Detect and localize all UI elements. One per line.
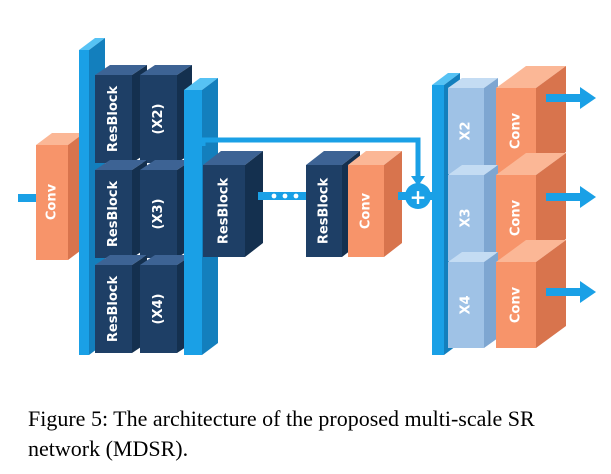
chain-dot-2 bbox=[282, 193, 288, 199]
output-conv-block-2-top bbox=[496, 153, 566, 175]
chain-dot-1 bbox=[271, 193, 277, 199]
post-conv-block bbox=[348, 151, 402, 257]
resblock-b-2-front bbox=[140, 170, 177, 258]
upsampler-block-3-top bbox=[448, 252, 498, 262]
post-conv-block-front bbox=[348, 165, 384, 257]
input-conv-label: Conv bbox=[45, 183, 60, 220]
output-conv-block-3-top bbox=[496, 240, 566, 262]
output-arrow-3 bbox=[546, 281, 596, 303]
skip-connection-line bbox=[200, 137, 421, 178]
last-resblock-label: ResBlock bbox=[317, 178, 332, 245]
output-conv-label-2: Conv bbox=[509, 199, 524, 236]
chain-dot-3 bbox=[293, 193, 299, 199]
upsampler-block-1 bbox=[448, 78, 498, 174]
upsampler-block-1-front bbox=[448, 88, 484, 174]
output-conv-block-1-top bbox=[496, 66, 566, 88]
output-arrow-3-head bbox=[580, 281, 596, 303]
resblock-a-3 bbox=[95, 255, 147, 353]
resblock-label-1: ResBlock bbox=[106, 86, 121, 153]
resblock-b-2-top bbox=[140, 160, 192, 170]
resblock-label-2: ResBlock bbox=[106, 181, 121, 248]
upsampler-label-1: X2 bbox=[459, 121, 474, 140]
feature-slab-3-front bbox=[432, 85, 444, 355]
output-conv-label-3: Conv bbox=[509, 286, 524, 323]
input-arrow bbox=[18, 194, 36, 202]
resblock-a-1 bbox=[95, 65, 147, 163]
resblock-a-1-front bbox=[95, 75, 132, 163]
mdsr-architecture-diagram: ConvResBlock(X2)ResBlock(X3)ResBlock(X4)… bbox=[18, 38, 596, 355]
figure-caption: Figure 5: The architecture of the propos… bbox=[28, 406, 535, 461]
resblock-a-2 bbox=[95, 160, 147, 258]
last-resblock-front bbox=[306, 165, 342, 257]
upsampler-label-3: X4 bbox=[459, 295, 474, 314]
post-conv-label: Conv bbox=[359, 192, 374, 229]
middle-resblock-top bbox=[203, 151, 263, 165]
output-arrow-1-head bbox=[580, 87, 596, 109]
post-conv-block-side bbox=[384, 151, 402, 257]
resblock-a-2-top bbox=[95, 160, 147, 170]
skip-connection-arrowhead bbox=[411, 176, 425, 186]
feature-slab-2-front bbox=[184, 90, 202, 355]
resblock-chain-connector bbox=[258, 192, 306, 200]
upsampler-block-2-top bbox=[448, 165, 498, 175]
scale-branch-label-1: (X2) bbox=[151, 104, 166, 135]
output-conv-block-2-side bbox=[536, 153, 566, 261]
resblock-a-2-front bbox=[95, 170, 132, 258]
upsampler-block-3-front bbox=[448, 262, 484, 348]
output-conv-block-3-front bbox=[496, 262, 536, 348]
output-conv-block-1-side bbox=[536, 66, 566, 174]
resblock-b-1-front bbox=[140, 75, 177, 163]
middle-resblock bbox=[203, 151, 263, 257]
resblock-label-3: ResBlock bbox=[106, 276, 121, 343]
upsampler-block-3-side bbox=[484, 252, 498, 348]
output-arrow-2-shaft bbox=[546, 193, 582, 201]
scale-branch-label-3: (X4) bbox=[151, 294, 166, 325]
output-conv-block-2 bbox=[496, 153, 566, 261]
middle-resblock-label: ResBlock bbox=[217, 178, 232, 245]
upsampler-label-2: X3 bbox=[459, 208, 474, 227]
middle-resblock-front bbox=[203, 165, 245, 257]
output-arrow-3-shaft bbox=[546, 288, 582, 296]
add-node-circle bbox=[405, 183, 431, 209]
output-arrow-1-shaft bbox=[546, 94, 582, 102]
upsampler-block-2-side bbox=[484, 165, 498, 261]
upsampler-block-1-side bbox=[484, 78, 498, 174]
input-conv-block-front bbox=[36, 145, 68, 260]
scale-branch-label-2: (X3) bbox=[151, 199, 166, 230]
resblock-b-3-front bbox=[140, 265, 177, 353]
middle-resblock-side bbox=[245, 151, 263, 257]
upsampler-block-2 bbox=[448, 165, 498, 261]
output-conv-label-1: Conv bbox=[509, 112, 524, 149]
upsampler-block-1-top bbox=[448, 78, 498, 88]
feature-slab-1-top bbox=[79, 38, 105, 50]
feature-slab-3-top bbox=[432, 73, 460, 85]
feature-slab-2-top bbox=[184, 78, 218, 90]
output-arrow-2 bbox=[546, 186, 596, 208]
upsampler-block-2-front bbox=[448, 175, 484, 261]
resblock-b-1-top bbox=[140, 65, 192, 75]
output-arrow-2-head bbox=[580, 186, 596, 208]
feature-slab-1-front bbox=[79, 50, 89, 355]
resblock-b-3-top bbox=[140, 255, 192, 265]
output-arrow-1 bbox=[546, 87, 596, 109]
resblock-a-3-front bbox=[95, 265, 132, 353]
upsampler-block-3 bbox=[448, 252, 498, 348]
resblock-a-3-top bbox=[95, 255, 147, 265]
input-conv-block bbox=[36, 133, 84, 260]
resblock-a-1-top bbox=[95, 65, 147, 75]
add-node-symbol: + bbox=[410, 185, 427, 209]
